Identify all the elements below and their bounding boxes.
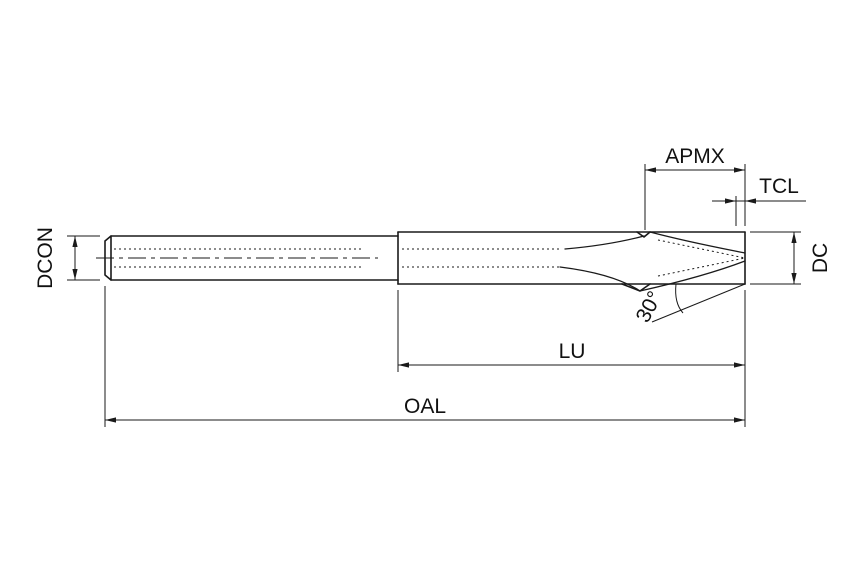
dc-dimension: DC — [750, 231, 832, 285]
dcon-arrow-bottom — [72, 269, 78, 280]
apmx-dimension: APMX — [644, 145, 746, 230]
dc-label: DC — [809, 243, 832, 273]
flute-curve-lower — [639, 260, 746, 292]
chamfer-hidden-upper — [657, 239, 746, 259]
apmx-arrow-right — [734, 167, 745, 173]
dcon-dimension: DCON — [34, 227, 100, 289]
oal-arrow-left — [105, 417, 116, 423]
oal-arrow-right — [734, 417, 745, 423]
oal-dimension: OAL — [104, 286, 745, 427]
angle-arc — [675, 283, 684, 314]
flute-curve-upper — [649, 231, 746, 254]
lu-label: LU — [559, 340, 586, 363]
tcl-dimension: TCL — [712, 175, 806, 226]
lu-arrow-left — [398, 362, 409, 368]
apmx-arrow-left — [645, 167, 656, 173]
top-notch — [636, 231, 651, 238]
tcl-arrow-left — [725, 198, 736, 204]
dcon-label: DCON — [34, 227, 57, 289]
dcon-arrow-top — [72, 236, 78, 247]
tcl-label: TCL — [759, 175, 799, 198]
lu-dimension: LU — [397, 290, 746, 427]
hidden-lines — [114, 239, 746, 277]
tcl-arrow-right — [745, 198, 756, 204]
flute-lead-in-upper — [564, 235, 645, 250]
dc-arrow-bottom — [791, 273, 797, 284]
angle-slant-line — [651, 283, 746, 323]
flute-edges — [559, 231, 746, 292]
apmx-label: APMX — [665, 145, 725, 168]
point-angle-annotation: 30° — [632, 283, 746, 327]
angle-label: 30° — [632, 288, 667, 327]
flute-lead-in-lower — [559, 266, 641, 292]
tool-outline — [104, 231, 746, 292]
lu-arrow-right — [734, 362, 745, 368]
chamfer-hidden-lower — [657, 257, 746, 277]
dc-arrow-top — [791, 232, 797, 243]
oal-label: OAL — [404, 395, 446, 418]
